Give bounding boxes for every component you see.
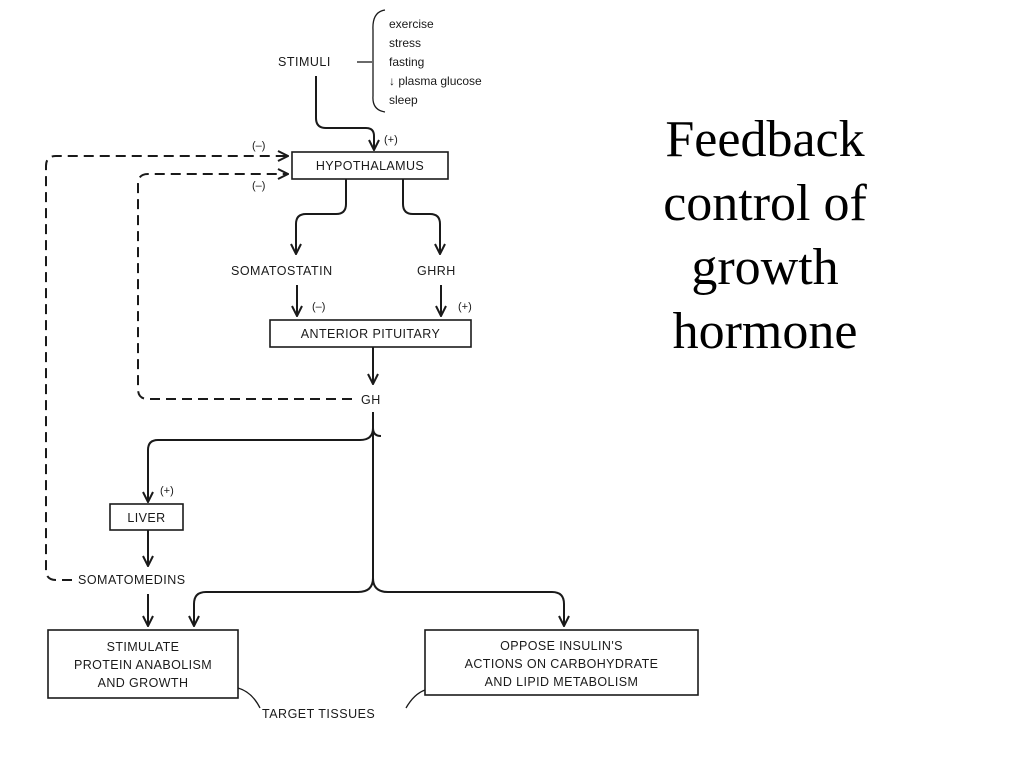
- liver-box: [109, 503, 184, 531]
- oppose-line-1: OPPOSE INSULIN'S: [500, 639, 623, 653]
- slide-title: Feedback control of growth hormone: [600, 108, 930, 364]
- gh-feedback-line: [137, 174, 352, 400]
- stimulus-exercise: exercise: [389, 17, 434, 31]
- oppose-line-3: AND LIPID METABOLISM: [485, 675, 639, 689]
- title-line-2: control of: [663, 174, 867, 232]
- ghrh-label: GHRH: [417, 264, 456, 278]
- title-line-1: Feedback: [665, 111, 865, 168]
- sign-ghrh-plus: (+): [458, 301, 472, 313]
- somatomedins-label: SOMATOMEDINS: [78, 573, 186, 587]
- liver-label: LIVER: [127, 511, 165, 525]
- stimulus-plasma-glucose: ↓ plasma glucose: [389, 74, 482, 88]
- stimulate-line-2: PROTEIN ANABOLISM: [74, 658, 212, 672]
- stimuli-arrow: [315, 76, 374, 150]
- stimulate-growth-box: [47, 629, 239, 699]
- anterior-pituitary-label: ANTERIOR PITUITARY: [301, 327, 441, 341]
- gh-to-growth-arrow: [194, 577, 374, 626]
- sign-gh-feedback-minus: (–): [252, 180, 265, 192]
- title-line-4: hormone: [672, 302, 858, 360]
- stimulus-fasting: fasting: [389, 55, 424, 69]
- hypothalamus-box: [291, 151, 449, 180]
- stimuli-label: STIMULI: [278, 55, 331, 69]
- target-tissues-label: TARGET TISSUES: [262, 707, 375, 721]
- target-leader-left: [237, 687, 261, 709]
- sign-stimuli-plus: (+): [384, 134, 398, 146]
- somatomedins-feedback-line: [45, 156, 288, 581]
- target-leader-right: [405, 689, 426, 709]
- stimulus-stress: stress: [389, 36, 421, 50]
- stimuli-bracket: [372, 9, 386, 113]
- stimulate-line-3: AND GROWTH: [98, 676, 189, 690]
- hypothalamus-to-ghrh-arrow: [402, 179, 440, 254]
- sign-gh-liver-plus: (+): [160, 485, 174, 497]
- hypothalamus-label: HYPOTHALAMUS: [316, 159, 424, 173]
- gh-label: GH: [361, 393, 381, 407]
- stimulate-line-1: STIMULATE: [107, 640, 180, 654]
- gh-trunk-top: [372, 412, 382, 437]
- gh-to-metabolism-arrow: [372, 577, 564, 626]
- gh-to-liver-arrow: [148, 427, 374, 502]
- title-line-3: growth: [691, 238, 839, 296]
- oppose-line-2: ACTIONS ON CARBOHYDRATE: [465, 657, 659, 671]
- hypothalamus-to-somatostatin-arrow: [296, 179, 347, 254]
- somatostatin-label: SOMATOSTATIN: [231, 264, 333, 278]
- anterior-pituitary-box: [269, 319, 472, 348]
- sign-somatostatin-minus: (–): [312, 301, 325, 313]
- oppose-insulin-box: [424, 629, 699, 696]
- sign-somatomedins-feedback-minus: (–): [252, 140, 265, 152]
- stimulus-sleep: sleep: [389, 93, 418, 107]
